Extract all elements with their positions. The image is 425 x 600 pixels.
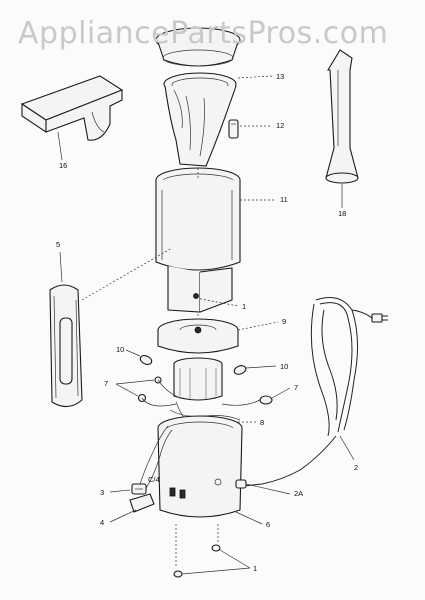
part-filter-cone — [163, 72, 237, 167]
part-brush-left — [139, 355, 153, 365]
leader-1-top — [195, 297, 239, 307]
svg-text:C/4: C/4 — [148, 475, 160, 484]
part-canister — [155, 167, 241, 313]
part-brush-right — [233, 365, 247, 375]
part-base-housing — [157, 415, 243, 518]
callout-1-bottom: 1 — [253, 564, 257, 573]
callout-18: 18 — [338, 209, 346, 218]
leader-2A — [245, 483, 291, 495]
leader-10-right — [245, 365, 277, 369]
leader-10-left — [125, 349, 141, 357]
callout-10-right: 10 — [280, 362, 288, 371]
part-power-cord — [235, 297, 388, 489]
part-handle — [49, 284, 83, 408]
callout-3: 3 — [100, 488, 104, 497]
callout-2: 2 — [354, 463, 358, 472]
leader-2 — [339, 435, 355, 461]
part-switch: C/4 — [131, 425, 173, 495]
part-feet — [173, 524, 221, 578]
leader-3 — [109, 489, 131, 493]
part-clip — [228, 119, 239, 139]
part-wire-cap-right — [221, 395, 273, 406]
callout-1-top: 1 — [242, 302, 246, 311]
leader-13 — [237, 75, 273, 79]
part-top-cap — [155, 27, 241, 67]
callout-11: 11 — [280, 195, 288, 204]
leader-6 — [235, 511, 263, 525]
part-motor — [173, 357, 223, 401]
callout-6: 6 — [266, 520, 270, 529]
part-switch-cover — [129, 493, 155, 513]
callout-16: 16 — [59, 161, 67, 170]
leader-7-left-b — [115, 383, 139, 397]
leader-1-bottom-a — [181, 567, 251, 575]
callout-8: 8 — [260, 418, 264, 427]
leader-5 — [59, 251, 63, 283]
leader-9 — [237, 321, 279, 331]
callout-2A: 2A — [294, 489, 303, 498]
callout-13: 13 — [276, 72, 284, 81]
leader-16 — [57, 131, 63, 161]
callout-4: 4 — [100, 518, 104, 527]
callout-7-left: 7 — [104, 379, 108, 388]
part-motor-cover — [157, 318, 239, 354]
leader-1-bottom-b — [219, 549, 251, 569]
callout-9: 9 — [282, 317, 286, 326]
leader-4 — [109, 509, 137, 523]
callout-5: 5 — [56, 240, 60, 249]
leader-handle-to-canister — [81, 247, 173, 301]
leader-7-right — [271, 387, 291, 399]
part-wire-caps-left — [137, 376, 181, 407]
part-crevice-tool — [325, 49, 359, 184]
callout-7-right: 7 — [294, 383, 298, 392]
leader-7-left-a — [115, 379, 155, 385]
callout-12: 12 — [276, 121, 284, 130]
callout-10-left: 10 — [116, 345, 124, 354]
part-floor-nozzle — [20, 75, 124, 141]
